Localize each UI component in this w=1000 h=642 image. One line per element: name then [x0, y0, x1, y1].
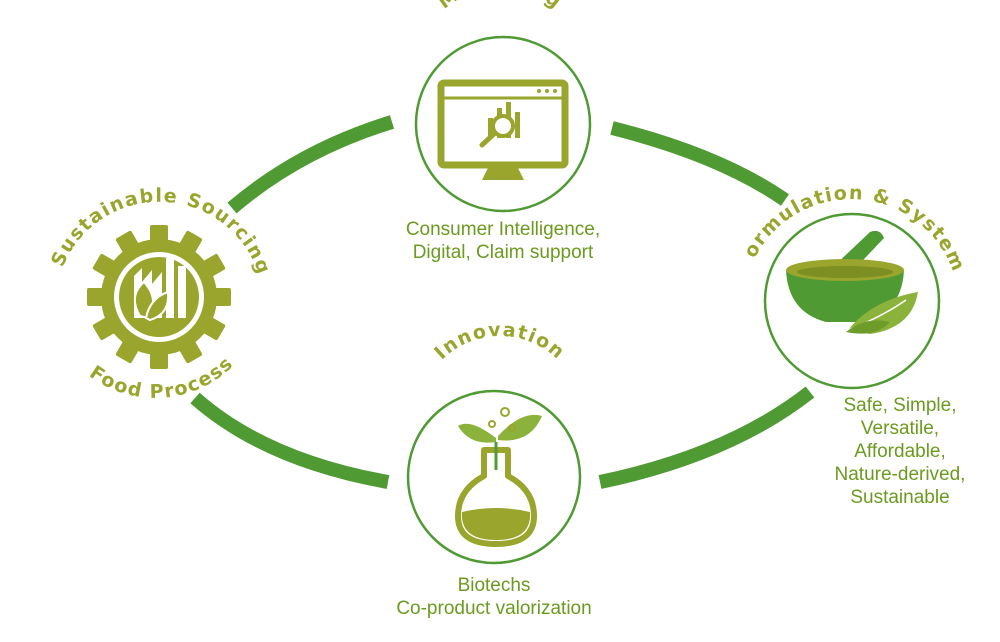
innovation-title: Innovation [430, 319, 569, 364]
innovation-caption-line: Biotechs [457, 575, 531, 596]
formulation-caption-line: Safe, Simple, [843, 395, 957, 416]
cycle-connectors [190, 115, 815, 489]
marketing-caption-line: Consumer Intelligence, [405, 219, 601, 240]
formulation-caption-line: Nature-derived, [834, 464, 966, 485]
monitor-analytics-icon [437, 79, 569, 180]
formulation-caption: Safe, Simple, Versatile, Affordable, Nat… [812, 394, 988, 509]
connector-innovation-sourcing [190, 392, 390, 489]
formulation-caption-line: Versatile, [860, 418, 940, 439]
marketing-title: Marketing [434, 0, 566, 14]
connector-sourcing-marketing [227, 115, 395, 214]
connector-formulation-innovation [598, 386, 815, 489]
formulation-caption-line: Affordable, [854, 441, 946, 462]
node-marketing: Marketing [414, 0, 592, 213]
innovation-caption: Biotechs Co-product valorization [364, 574, 624, 620]
formulation-caption-line: Sustainable [850, 487, 950, 508]
mortar-pestle-icon [786, 230, 918, 334]
node-sourcing: Sustainable Sourcing Food Process [47, 185, 274, 403]
connector-marketing-formulation [610, 121, 789, 206]
innovation-caption-line: Co-product valorization [396, 598, 592, 619]
innovation-circle [406, 389, 582, 565]
marketing-caption: Consumer Intelligence, Digital, Claim su… [383, 218, 623, 264]
marketing-caption-line: Digital, Claim support [412, 242, 594, 263]
node-innovation: Innovation [406, 319, 582, 565]
flask-sprout-icon [455, 407, 542, 547]
gear-factory-leaf-icon [87, 225, 231, 369]
